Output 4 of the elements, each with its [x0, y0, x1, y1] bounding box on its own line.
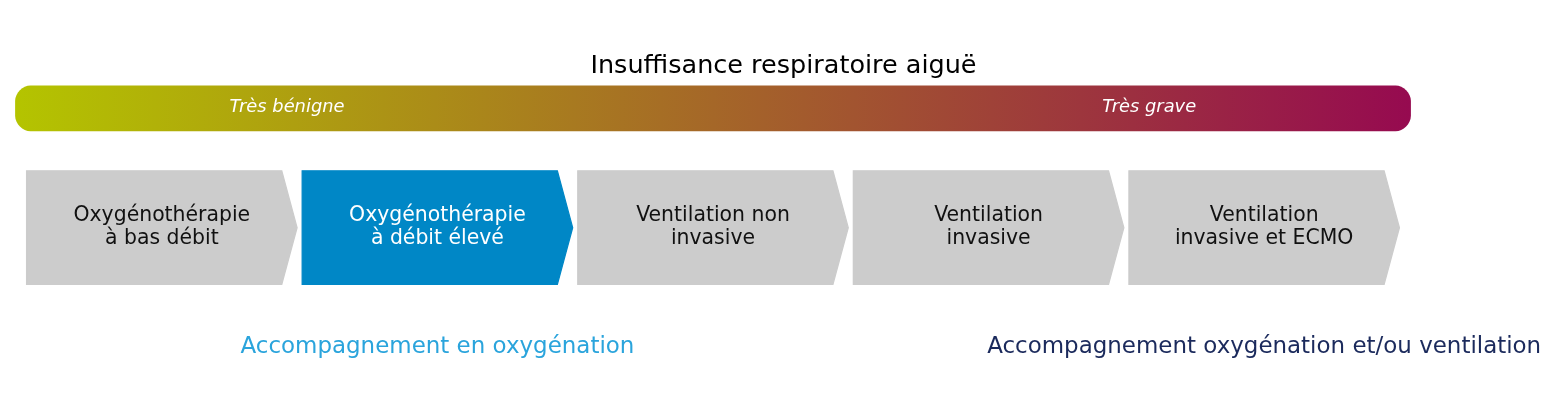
label: Accompagnement oxygénation et/ou ventilation: [986, 331, 1541, 358]
diagram-title: Insuffisance respiratoire aiguë: [589, 48, 977, 79]
node-box: Très bénigne Très grave: [14, 85, 1411, 132]
label: Accompagnement en oxygénation: [239, 331, 634, 358]
